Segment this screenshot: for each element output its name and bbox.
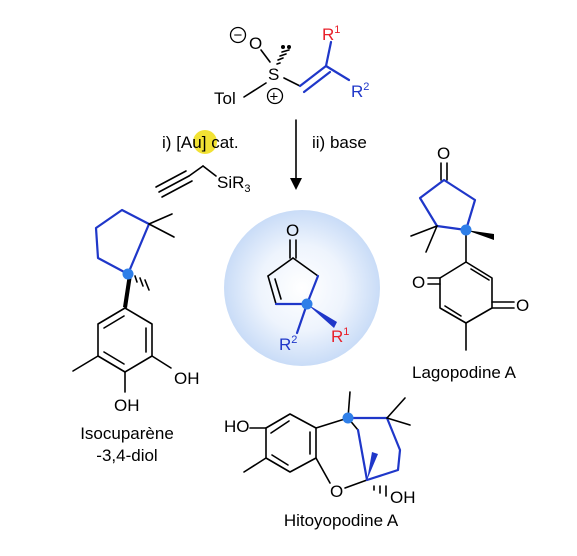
cyclopentanone-ring — [418, 178, 477, 232]
hitoyopodine-o-ring: O — [330, 482, 343, 501]
vinyl-to-r1-bond — [324, 40, 333, 68]
stereocenter-dot — [301, 298, 313, 310]
ring-alkene-inner — [274, 278, 282, 300]
stereocenter-dot — [342, 412, 354, 424]
step2-label: ii) base — [312, 133, 367, 152]
stereocenter-dot — [122, 268, 134, 280]
ring-bond — [267, 257, 294, 277]
sulfur-atom: S — [268, 65, 279, 84]
quinone-ring — [439, 261, 493, 324]
hito-hashed-oh — [373, 485, 387, 497]
product-r1: R1 — [331, 326, 349, 346]
silane-label: SiR3 — [217, 173, 251, 195]
isocuparene-oh-bottom: OH — [114, 396, 140, 415]
ring-bond — [267, 275, 277, 305]
product-cyclopentenone: O R2 R1 — [224, 210, 380, 366]
product-halo — [224, 210, 380, 366]
lone-pair-dot — [287, 45, 291, 49]
hashed-wedge — [276, 49, 290, 65]
methyl-bond — [148, 223, 175, 238]
vinyl-to-r2-bond — [324, 64, 351, 82]
cyclopentane-ring — [94, 208, 151, 276]
isocuparene-name-line1: Isocuparène — [80, 424, 174, 443]
vinyl-c-c-bond — [298, 64, 328, 88]
lagopodine-o-right: O — [516, 296, 529, 315]
wedge-bond-r1 — [307, 304, 337, 328]
lone-pair-dot — [281, 45, 285, 49]
gold-highlight — [193, 130, 217, 154]
isocuparene-oh-right: OH — [174, 369, 200, 388]
lagopodine-structure: O O O Lagopodine A — [410, 144, 529, 382]
hito-methyl-bond — [243, 457, 267, 473]
methyl-bond — [148, 213, 173, 225]
minus-sign: − — [234, 27, 243, 44]
minus-charge-circle — [229, 26, 247, 44]
quinone-double-bond — [470, 268, 490, 281]
tolyl-label: Tol — [214, 89, 236, 108]
vinyl-double-bond — [302, 70, 332, 94]
ch2-si-bond — [202, 165, 217, 177]
sulfoxide-reagent: − O S Tol + R1 R2 — [214, 24, 369, 108]
plus-charge-circle — [266, 87, 284, 105]
hitoyopodine-ho: HO — [224, 417, 250, 436]
oh-bond — [151, 355, 172, 369]
ch2-bond — [188, 165, 204, 177]
gem-methyl-bond — [410, 225, 438, 237]
lagopodine-o-top: O — [437, 144, 450, 163]
alkyne-bond — [155, 170, 187, 188]
product-carbonyl-o: O — [286, 221, 299, 240]
hito-gem-methyl — [386, 417, 411, 426]
ring-bond — [292, 257, 319, 277]
hitoyopodine-name: Hitoyopodine A — [284, 511, 399, 530]
arene-ring — [97, 307, 153, 373]
lagopodine-name: Lagopodine A — [412, 363, 517, 382]
lagopodine-o-left: O — [412, 273, 425, 292]
arene-double-bond — [103, 351, 125, 365]
arene-double-bond — [103, 315, 125, 329]
aryl-methyl-bond — [72, 355, 99, 372]
hito-gem-methyl — [386, 397, 406, 419]
plus-sign: + — [270, 89, 279, 106]
isocuparene-structure: OH OH Isocuparène -3,4-diol — [72, 208, 200, 465]
alkyne-bond — [158, 175, 190, 193]
hitoyopodine-structure: HO O OH Hitoyopodine A — [224, 391, 416, 530]
alkyne-bond — [161, 180, 193, 198]
s-tol-bond — [243, 82, 267, 98]
step1-label: i) [Au] cat. — [162, 133, 239, 152]
propargylsilane: SiR3 — [155, 165, 251, 198]
s-o-bond — [260, 49, 271, 63]
arene-to-quat-bond — [315, 417, 349, 429]
gem-methyl-bond — [425, 225, 438, 253]
arene-o-bond — [315, 457, 331, 484]
reaction-arrow-head — [290, 178, 302, 190]
hito-bicyclic-ring — [346, 416, 402, 482]
wedge-to-arene — [123, 274, 132, 308]
s-c-bond — [283, 77, 301, 87]
arene-double-bond — [271, 454, 289, 466]
product-r2: R2 — [279, 334, 297, 354]
methyl-wedge — [466, 230, 494, 240]
reagent-r1: R1 — [322, 24, 340, 44]
isocuparene-name-line2: -3,4-diol — [96, 446, 157, 465]
arene-double-bond — [270, 420, 290, 434]
hito-arene-ring — [265, 413, 317, 473]
stereocenter-dot — [460, 224, 472, 236]
hashed-methyl — [134, 275, 150, 291]
hito-wedge — [367, 452, 378, 480]
quinone-double-bond — [444, 305, 462, 317]
sulfoxide-oxygen: O — [249, 34, 262, 53]
hitoyopodine-oh: OH — [390, 488, 416, 507]
o-c-bond — [344, 479, 368, 489]
reagent-r2: R2 — [351, 81, 369, 101]
reaction-conditions: i) [Au] cat. ii) base SiR3 — [155, 119, 367, 198]
